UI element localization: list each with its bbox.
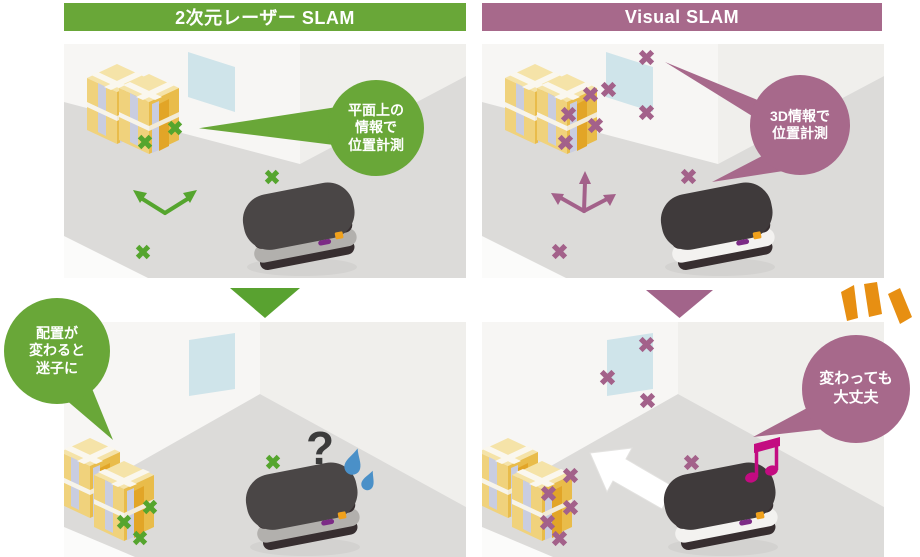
cargo-boxes: [512, 461, 572, 541]
laser-slam-header: 2次元レーザー SLAM: [64, 3, 466, 31]
axis-arrows-2d-icon: [133, 190, 197, 215]
axis-arrows-3d-icon: [551, 171, 616, 213]
question-mark-icon: ?: [305, 422, 335, 474]
visual-slam-header-label: Visual SLAM: [624, 6, 740, 27]
music-note-icon: [745, 437, 780, 483]
laser-before-bubble: 平面上の 情報で 位置計測: [328, 80, 424, 176]
laser-after-bubble: 配置が 変わると 迷子に: [4, 298, 110, 404]
visual-slam-header: Visual SLAM: [482, 3, 882, 31]
laser-after-bubble-text: 配置が 変わると 迷子に: [29, 324, 85, 376]
laser-after-scene: [64, 322, 466, 557]
visual-before-bubble: 3D情報で 位置計測: [750, 75, 850, 175]
visual-before-bubble-text: 3D情報で 位置計測: [770, 107, 830, 142]
cargo-boxes: [119, 74, 179, 154]
visual-after-scene: [482, 322, 884, 557]
laser-before-scene: [64, 44, 466, 278]
visual-before-scene: [482, 44, 884, 278]
emphasis-lines-icon: [841, 282, 912, 324]
visual-after-bubble-text: 変わっても 大丈夫: [819, 370, 893, 406]
laser-slam-header-label: 2次元レーザー SLAM: [175, 8, 355, 28]
cargo-boxes: [94, 461, 154, 541]
visual-after-bubble: 変わっても 大丈夫: [802, 335, 910, 443]
laser-before-bubble-text: 平面上の 情報で 位置計測: [348, 101, 404, 153]
sweat-drops-icon: [344, 448, 374, 491]
